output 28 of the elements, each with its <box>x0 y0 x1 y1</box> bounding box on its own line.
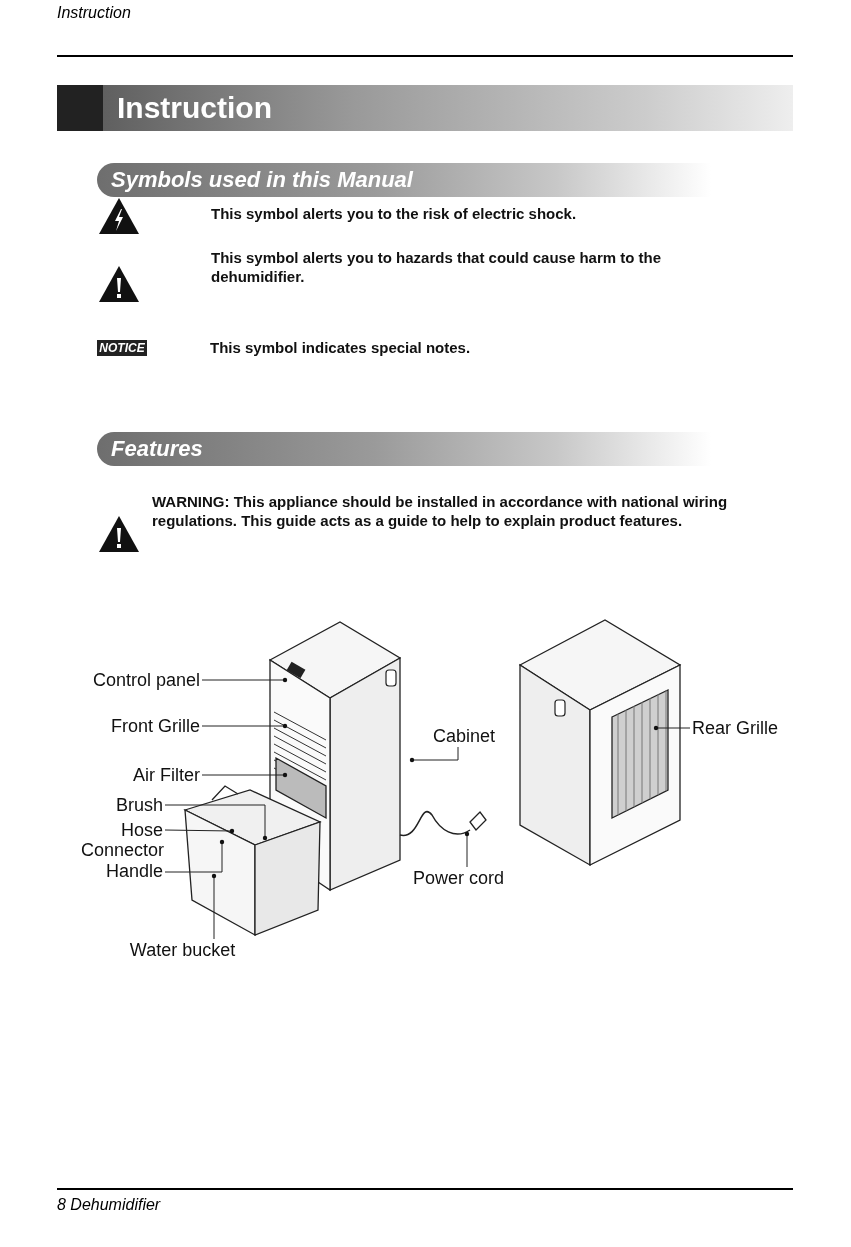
leader-line <box>201 677 288 683</box>
part-label: Air Filter <box>60 765 200 785</box>
part-label: Brush <box>60 795 163 815</box>
leader-line <box>409 746 459 763</box>
note-text: This symbol indicates special notes. <box>210 338 472 357</box>
part-label: Front Grille <box>60 716 200 736</box>
leader-line <box>164 839 225 873</box>
note-text: This symbol alerts you to hazards that could cause harm to the dehumidifier. <box>211 248 663 286</box>
leader-line <box>201 772 288 778</box>
page-header: Instruction <box>57 4 131 22</box>
part-label: Cabinet <box>433 726 523 746</box>
leader-line <box>653 725 691 731</box>
leader-line <box>201 723 288 729</box>
part-label: Control panel <box>60 670 200 690</box>
part-label: Power cord <box>413 868 533 888</box>
part-label: Water bucket <box>120 940 245 960</box>
notice-badge: NOTICE <box>97 340 147 356</box>
page-heading: Instruction <box>117 90 272 126</box>
leader-line <box>164 828 235 834</box>
leader-line <box>164 804 268 841</box>
part-label: Handle <box>60 861 163 881</box>
part-label: Hose Connector <box>81 820 163 860</box>
leader-line <box>464 831 470 868</box>
leader-line <box>211 873 217 940</box>
warning-text: WARNING: This appliance should be installed in accordance with national wiring regulations. This guide acts as a guide to help to explain product features. <box>152 492 729 530</box>
part-label: Rear Grille <box>692 718 802 738</box>
note-text: This symbol alerts you to the risk of electric shock. <box>211 204 578 223</box>
page-footer: 8 Dehumidifier <box>57 1196 161 1214</box>
